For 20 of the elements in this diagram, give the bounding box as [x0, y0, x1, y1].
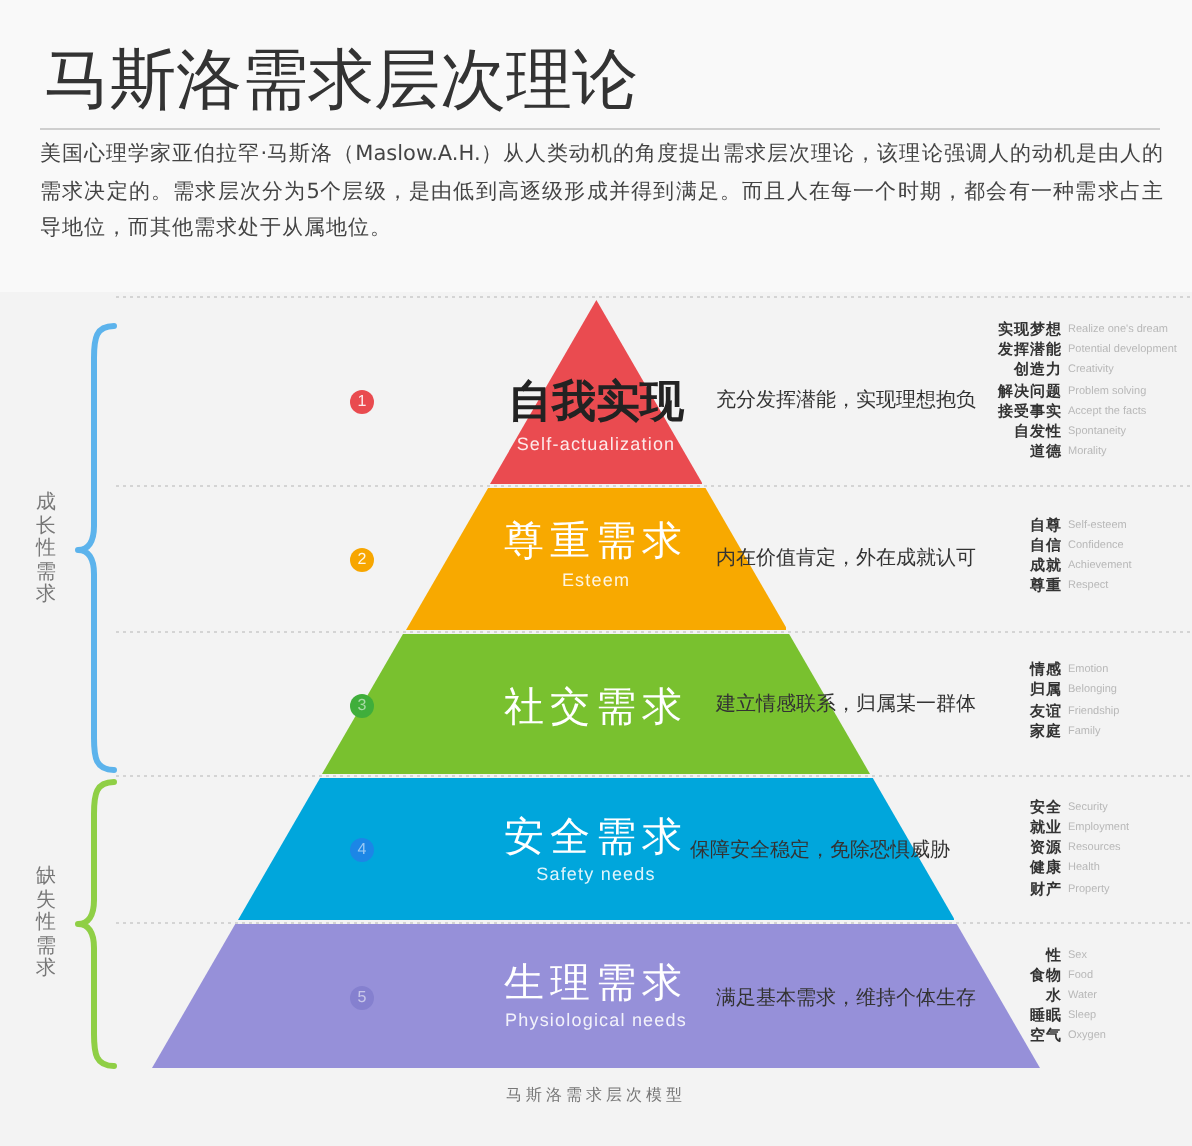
- tier-description: 满足基本需求，维持个体生存: [716, 988, 976, 1012]
- tier-description: 充分发挥潜能，实现理想抱负: [716, 390, 976, 414]
- tier-subtitle: Esteem: [561, 568, 631, 592]
- callout-number: 1: [350, 390, 374, 414]
- tier-subtitle: Safety needs: [536, 862, 656, 886]
- tier-title: 尊重需求: [504, 516, 688, 564]
- tier-title: 社交需求: [504, 682, 688, 730]
- callout-number: 2: [350, 548, 374, 572]
- tier-subtitle: Self-actualization: [516, 432, 676, 456]
- pyramid-tier: [237, 778, 955, 920]
- tier-title: 生理需求: [504, 958, 688, 1006]
- tier-title: 安全需求: [504, 812, 688, 860]
- brace-label: 成长性需求: [36, 492, 56, 607]
- caption: 马斯洛需求层次模型: [506, 1084, 686, 1106]
- tier-subtitle: Physiological needs: [505, 1008, 687, 1032]
- description-paragraph: 美国心理学家亚伯拉罕·马斯洛（Maslow.A.H.）从人类动机的角度提出需求层次理论，该理论强调人的动机是由人的需求决定的。需求层次分为5个层级，是由低到高逐级形成并得到满足。而且人在每一个时期，都会有一种需求占主导地位，而其他需求处于从属地位。: [40, 140, 1164, 244]
- title: 马斯洛需求层次理论: [44, 40, 638, 120]
- brace-label: 缺失性需求: [36, 866, 56, 981]
- callout-number: 3: [350, 694, 374, 718]
- pyramid-tier: [321, 634, 871, 774]
